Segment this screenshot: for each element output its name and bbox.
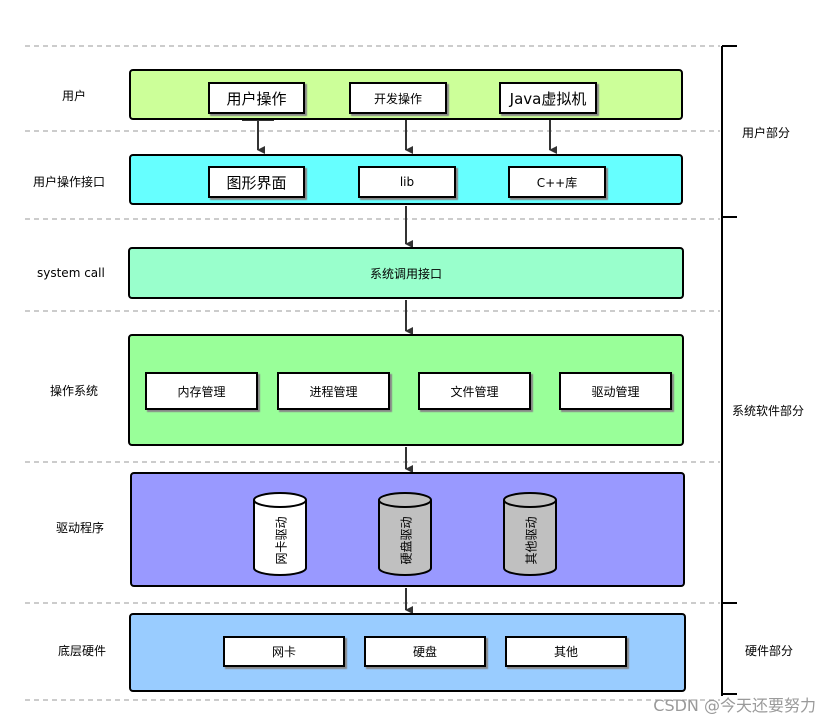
disk-driver-cylinder: 硬盘驱动 xyxy=(377,491,433,577)
user-operation-box: 用户操作 xyxy=(208,82,305,114)
row-label-interface: 用户操作接口 xyxy=(33,175,106,189)
hardware-layer: 网卡 硬盘 其他 xyxy=(129,613,686,692)
row-label-os: 操作系统 xyxy=(50,384,99,398)
group-label-hardware: 硬件部分 xyxy=(745,644,794,658)
other-driver-cylinder: 其他驱动 xyxy=(502,491,558,577)
syscall-text: 系统调用接口 xyxy=(369,266,442,281)
row-label-syscall: system call xyxy=(37,266,105,280)
nic-box: 网卡 xyxy=(223,636,345,667)
watermark: CSDN @今天还要努力 xyxy=(653,696,816,715)
user-layer: 用户操作 开发操作 Java虚拟机 xyxy=(129,69,683,120)
driver-mgmt-box: 驱动管理 xyxy=(559,372,672,410)
lib-box: lib xyxy=(358,166,456,198)
row-label-driver: 驱动程序 xyxy=(56,521,105,535)
disk-driver-label: 硬盘驱动 xyxy=(399,515,414,565)
nic-driver-label: 网卡驱动 xyxy=(274,515,289,565)
other-driver-label: 其他驱动 xyxy=(524,515,539,565)
driver-layer: 网卡驱动 硬盘驱动 其他驱动 xyxy=(130,472,685,587)
os-layer: 内存管理 进程管理 文件管理 驱动管理 xyxy=(128,334,684,446)
process-mgmt-box: 进程管理 xyxy=(277,372,390,410)
row-separators xyxy=(25,45,720,701)
group-label-user: 用户部分 xyxy=(742,126,791,140)
group-label-system: 系统软件部分 xyxy=(732,404,805,418)
gui-box: 图形界面 xyxy=(208,166,305,198)
dev-operation-box: 开发操作 xyxy=(349,82,447,114)
row-label-user: 用户 xyxy=(62,89,87,103)
row-label-hardware: 底层硬件 xyxy=(58,644,107,658)
interface-layer: 图形界面 lib C++库 xyxy=(129,154,683,205)
other-box: 其他 xyxy=(505,636,627,667)
cpp-lib-box: C++库 xyxy=(508,166,606,198)
file-mgmt-box: 文件管理 xyxy=(418,372,531,410)
nic-driver-cylinder: 网卡驱动 xyxy=(252,491,308,577)
syscall-layer: 系统调用接口 xyxy=(128,247,684,299)
memory-mgmt-box: 内存管理 xyxy=(145,372,258,410)
arrows xyxy=(242,119,557,614)
jvm-box: Java虚拟机 xyxy=(499,82,597,114)
disk-box: 硬盘 xyxy=(364,636,486,667)
group-brackets xyxy=(721,45,737,696)
